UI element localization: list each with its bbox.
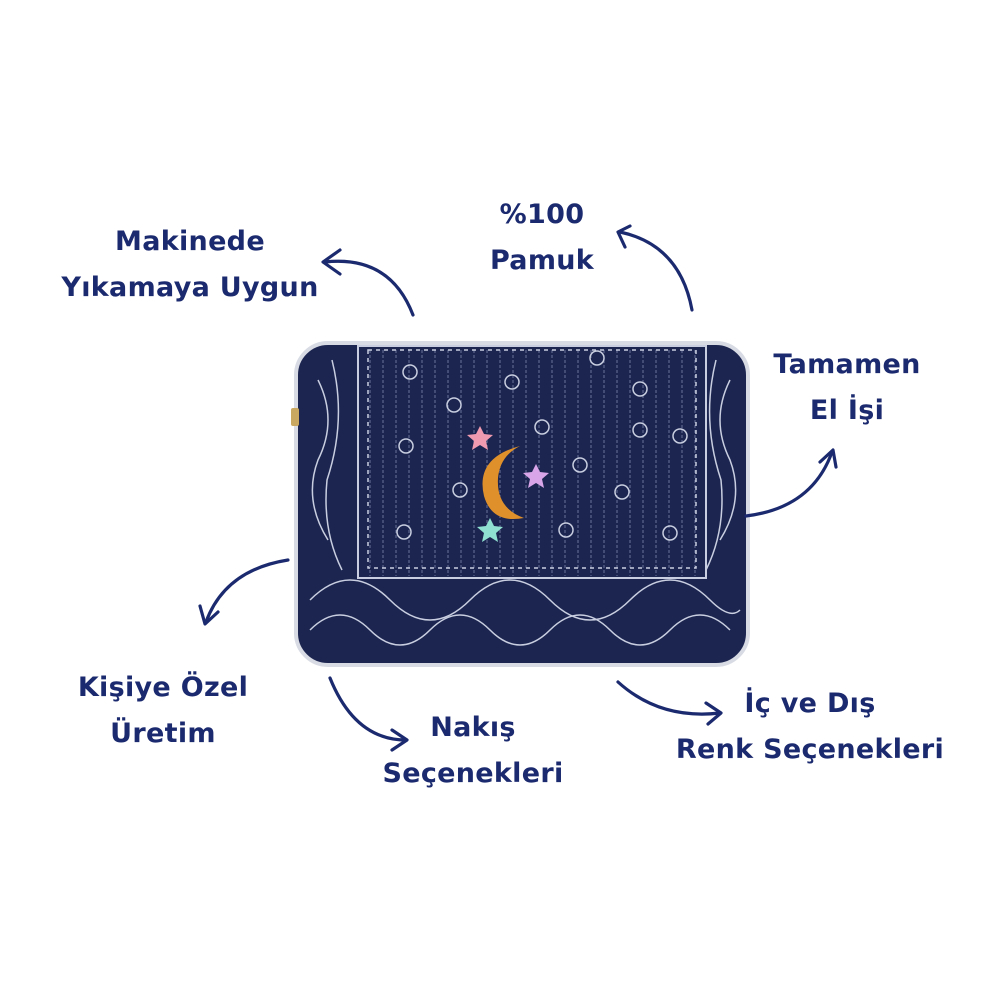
feature-text: Nakış: [430, 712, 516, 743]
feature-personalized: Kişiye Özel Üretim: [78, 665, 248, 757]
feature-text: Üretim: [110, 718, 216, 749]
laptop-sleeve-image: [291, 341, 750, 667]
feature-text: Tamamen: [773, 349, 921, 380]
star-embroidery: [467, 426, 493, 450]
moon-embroidery: [482, 446, 524, 520]
feature-machine-washable: Makinede Yıkamaya Uygun: [61, 219, 318, 311]
feature-text: Makinede: [115, 226, 265, 257]
feature-text: Pamuk: [489, 245, 595, 276]
arrow-icon: [321, 248, 415, 317]
arrow-icon: [328, 676, 409, 752]
star-embroidery: [477, 518, 503, 542]
star-embroidery: [523, 464, 549, 488]
feature-text: %100: [499, 199, 585, 230]
feature-cotton: %100 Pamuk: [490, 192, 594, 284]
feature-color-options: İç ve Dış Renk Seçenekleri: [676, 681, 944, 773]
feature-text: İç ve Dış: [744, 688, 876, 719]
arrow-icon: [198, 558, 290, 626]
feature-text: El İşi: [809, 395, 885, 426]
feature-text: Yıkamaya Uygun: [61, 272, 319, 303]
arrow-icon: [616, 680, 723, 726]
feature-handmade: Tamamen El İşi: [773, 342, 920, 434]
feature-text: Renk Seçenekleri: [675, 734, 945, 765]
arrow-icon: [616, 224, 694, 312]
feature-embroidery: Nakış Seçenekleri: [382, 705, 563, 797]
feature-text: Kişiye Özel: [77, 672, 249, 703]
arrow-icon: [744, 448, 838, 518]
feature-text: Seçenekleri: [382, 758, 564, 789]
